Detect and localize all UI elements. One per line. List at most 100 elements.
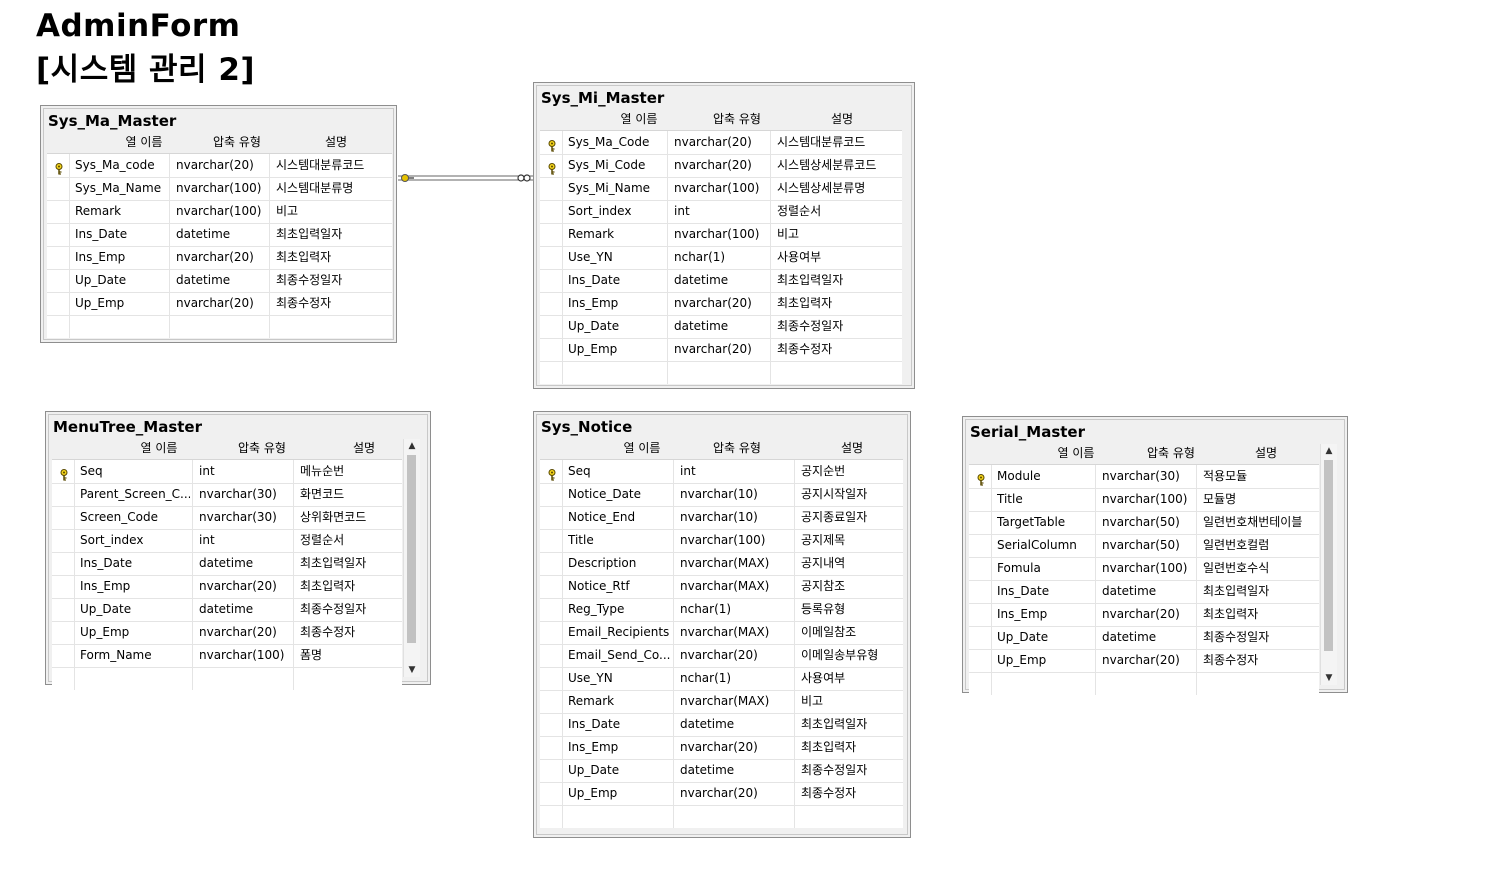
column-name[interactable]: Ins_Date: [80, 556, 133, 570]
row-selector[interactable]: [47, 200, 69, 223]
column-name[interactable]: Up_Emp: [80, 625, 130, 639]
column-description[interactable]: 비고: [801, 694, 824, 708]
scroll-thumb[interactable]: [1324, 460, 1333, 651]
column-name[interactable]: Remark: [568, 694, 615, 708]
column-description[interactable]: 시스템대분류코드: [276, 158, 365, 172]
row-selector[interactable]: [540, 223, 562, 246]
vertical-scrollbar[interactable]: ▲▼: [403, 439, 420, 677]
row-selector[interactable]: [969, 603, 991, 626]
row-selector[interactable]: [540, 552, 562, 575]
column-type[interactable]: datetime: [199, 602, 254, 616]
scroll-up-arrow-icon[interactable]: ▲: [1325, 446, 1333, 456]
column-type[interactable]: nvarchar(30): [199, 510, 277, 524]
column-description[interactable]: 공지종료일자: [801, 510, 868, 524]
row-selector[interactable]: [540, 759, 562, 782]
column-description[interactable]: 공지내역: [801, 556, 846, 570]
table-title[interactable]: Sys_Mi_Master: [541, 89, 665, 107]
column-name[interactable]: Ins_Date: [997, 584, 1050, 598]
column-description[interactable]: 최초입력자: [801, 740, 857, 754]
column-name[interactable]: Up_Date: [75, 273, 127, 287]
row-selector[interactable]: [969, 511, 991, 534]
row-selector[interactable]: [47, 177, 69, 200]
column-description[interactable]: 최초입력자: [1203, 607, 1259, 621]
column-type[interactable]: nvarchar(20): [680, 786, 758, 800]
column-name[interactable]: Form_Name: [80, 648, 152, 662]
column-description[interactable]: 공지참조: [801, 579, 846, 593]
column-description[interactable]: 일련번호채번테이블: [1203, 515, 1303, 529]
column-type[interactable]: int: [674, 204, 690, 218]
row-selector[interactable]: [52, 506, 74, 529]
column-description[interactable]: 시스템상세분류코드: [777, 158, 877, 172]
row-selector[interactable]: [969, 580, 991, 603]
column-name[interactable]: Up_Date: [568, 319, 620, 333]
column-name[interactable]: Up_Date: [997, 630, 1049, 644]
column-name[interactable]: Screen_Code: [80, 510, 158, 524]
row-selector[interactable]: [540, 269, 562, 292]
column-name[interactable]: Up_Date: [80, 602, 132, 616]
column-type[interactable]: nvarchar(20): [176, 250, 254, 264]
column-type[interactable]: nvarchar(10): [680, 487, 758, 501]
column-description[interactable]: 최초입력일자: [300, 556, 367, 570]
column-description[interactable]: 최초입력자: [777, 296, 833, 310]
column-name[interactable]: Ins_Emp: [568, 740, 619, 754]
column-type[interactable]: nchar(1): [680, 671, 732, 685]
row-selector[interactable]: [540, 200, 562, 223]
column-type[interactable]: nvarchar(30): [1102, 469, 1180, 483]
column-name[interactable]: Use_YN: [568, 671, 613, 685]
column-description[interactable]: 최초입력자: [276, 250, 332, 264]
row-selector[interactable]: [540, 338, 562, 361]
column-description[interactable]: 최종수정일자: [300, 602, 367, 616]
column-description[interactable]: 화면코드: [300, 487, 345, 501]
column-name[interactable]: Notice_Rtf: [568, 579, 630, 593]
row-selector[interactable]: [47, 246, 69, 269]
column-name[interactable]: Up_Emp: [568, 342, 618, 356]
column-description[interactable]: 적용모듈: [1203, 469, 1248, 483]
column-name[interactable]: Fomula: [997, 561, 1041, 575]
column-type[interactable]: nvarchar(20): [674, 296, 752, 310]
column-name[interactable]: Reg_Type: [568, 602, 625, 616]
column-type[interactable]: datetime: [674, 273, 729, 287]
column-type[interactable]: int: [199, 464, 215, 478]
column-type[interactable]: nvarchar(20): [176, 158, 254, 172]
row-selector[interactable]: [969, 626, 991, 649]
scroll-down-arrow-icon[interactable]: ▼: [408, 665, 416, 675]
column-description[interactable]: 사용여부: [801, 671, 846, 685]
column-type[interactable]: datetime: [176, 273, 231, 287]
row-selector[interactable]: [540, 736, 562, 759]
column-name[interactable]: Up_Date: [568, 763, 620, 777]
row-selector[interactable]: [540, 529, 562, 552]
column-description[interactable]: 정렬순서: [300, 533, 345, 547]
column-type[interactable]: int: [199, 533, 215, 547]
column-type[interactable]: nvarchar(100): [1102, 492, 1188, 506]
column-type[interactable]: nvarchar(MAX): [680, 556, 770, 570]
row-selector[interactable]: [52, 598, 74, 621]
column-type[interactable]: nvarchar(100): [176, 181, 262, 195]
column-name[interactable]: Up_Emp: [997, 653, 1047, 667]
column-name[interactable]: Up_Emp: [75, 296, 125, 310]
row-selector[interactable]: [540, 506, 562, 529]
column-type[interactable]: nvarchar(20): [1102, 607, 1180, 621]
row-selector[interactable]: [47, 223, 69, 246]
column-type[interactable]: datetime: [674, 319, 729, 333]
row-selector[interactable]: [540, 154, 562, 177]
